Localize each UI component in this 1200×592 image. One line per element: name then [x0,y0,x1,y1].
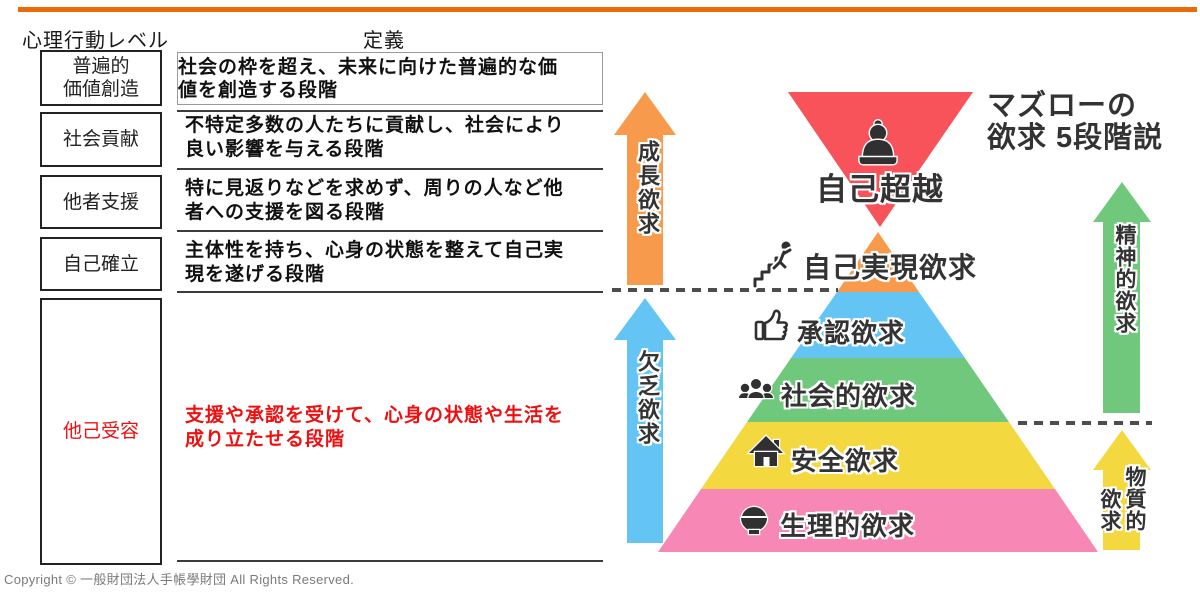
people-icon [737,377,775,400]
material-needs-arrow [1093,430,1151,550]
level-label: 他己受容 [62,421,139,442]
label-esteem: 承認欲求 [797,318,906,348]
thumbs-up-icon [754,309,788,341]
deficiency-needs-arrow [614,298,676,543]
definition-text-supporting-others: 特に見返りなどを求めず、周りの人など他者への支援を図る段階 [185,178,564,223]
label-physiological: 生理的欲求 [780,511,916,541]
level-label: 普遍的 価値創造 [62,56,139,100]
pyramid-level-physiological [658,489,1098,552]
label-self-actualization: 自己実現欲求 [803,252,978,283]
label-spiritual-needs: 精神的欲求 [1113,224,1136,334]
label-safety: 安全欲求 [791,446,900,476]
level-label: 自己確立 [62,253,139,275]
house-icon [745,434,787,468]
column-header-definition: 定義 [363,30,405,52]
pyramid-level-self-actualization [837,232,919,292]
copyright-text: Copyright © 一般財団法人手帳學財団 All Rights Reser… [4,572,355,587]
maslow-pyramid-diagram [612,92,1152,552]
level-box-supporting-others: 他者支援 [40,175,162,229]
level-box-acceptance-by-others: 他己受容 [40,298,162,565]
rice-bowl-icon [739,505,769,536]
definition-box-universal-value-creation: 社会の枠を超え、未来に向けた普遍的な価値を創造する段階 [177,52,603,105]
pyramid-level-esteem [791,292,965,358]
label-social: 社会的欲求 [781,381,917,411]
definition-text-self-establishment: 主体性を持ち、心身の状態を整えて自己実現を遂げる段階 [185,240,565,285]
row-divider [177,291,603,293]
label-deficiency-needs: 欠乏欲求 [635,350,660,446]
label-self-transcendence: 自己超越 [816,172,944,207]
level-box-social-contribution: 社会貢献 [40,112,162,167]
level-label: 社会貢献 [62,129,139,150]
buddha-icon [858,118,898,166]
climbing-stairs-icon [751,240,794,290]
level-box-universal-value-creation: 普遍的 価値創造 [40,50,162,106]
row-divider [177,168,603,170]
top-accent-bar [18,7,1197,12]
definition-text: 社会の枠を超え、未来に向けた普遍的な価値を創造する段階 [178,56,559,101]
pyramid-level-social [747,358,1009,422]
diagram-title: マズローの 欲求 5段階説 [987,90,1164,154]
growth-needs-arrow [614,92,676,285]
row-divider [177,110,603,112]
row-divider [177,560,603,562]
row-divider [177,230,603,232]
level-box-self-establishment: 自己確立 [40,237,162,291]
column-header-level: 心理行動レベル [22,30,169,52]
definition-text-acceptance-by-others: 支援や承認を受けて、心身の状態や生活を成り立たせる段階 [185,405,565,450]
label-material-needs: 物質的 欲求 [1098,466,1146,532]
label-growth-needs: 成長欲求 [635,140,660,236]
level-label: 他者支援 [62,191,139,213]
pyramid-level-safety [701,422,1055,489]
spiritual-needs-arrow [1093,182,1151,413]
definition-text-social-contribution: 不特定多数の人たちに貢献し、社会により良い影響を与える段階 [185,115,565,160]
